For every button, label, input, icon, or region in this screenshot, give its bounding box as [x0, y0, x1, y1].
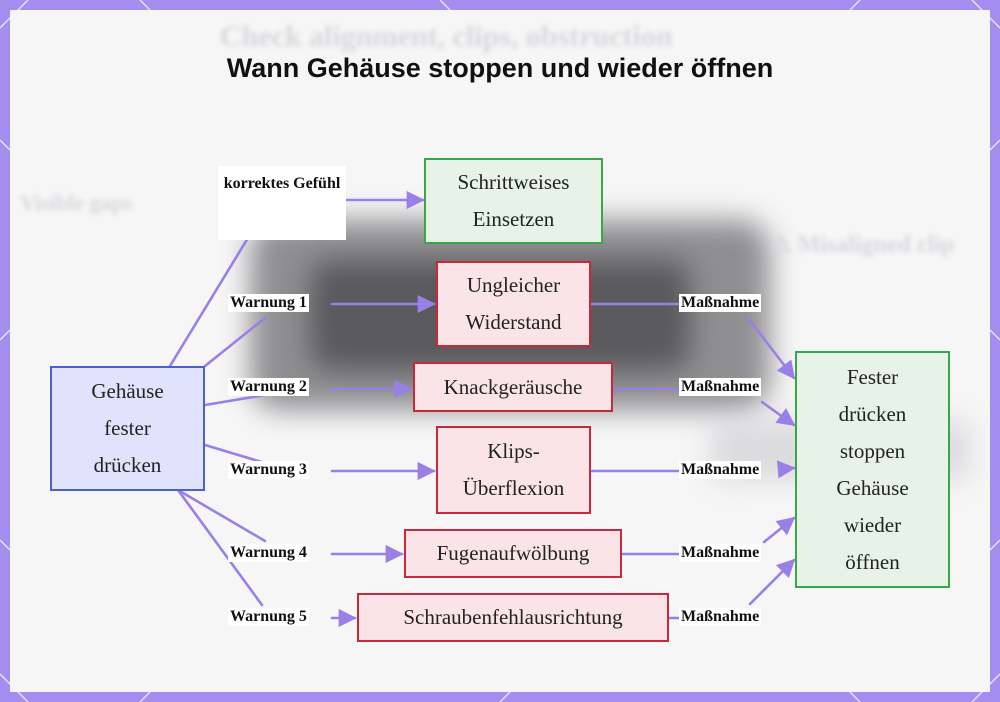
background-ghost-text: Check alignment, clips, obstruction	[220, 20, 673, 53]
edge-label-warnung-2: Warnung 2	[228, 378, 309, 396]
symptom-node-2: Knackgeräusche	[413, 362, 613, 412]
symptom-node-3: Klips-Überflexion	[436, 426, 591, 514]
outcome-node: Fester drücken stoppen Gehäuse wieder öf…	[795, 351, 950, 588]
edge-action-2-outcome	[760, 400, 796, 427]
symptom-node-3-label: Klips-Überflexion	[462, 439, 565, 500]
edge-source-warnung-3	[203, 443, 267, 465]
edge-source-warnung-4	[176, 488, 267, 543]
edge-action-4-outcome	[762, 516, 796, 544]
edge-action-3-outcome	[776, 460, 796, 479]
edge-label-massnahme-2: Maßnahme	[679, 378, 762, 396]
symptom-node-4-label: Fugenaufwölbung	[436, 541, 590, 565]
symptom-node-5-label: Schraubenfehlausrichtung	[403, 605, 623, 629]
edge-action-5-outcome	[748, 558, 796, 606]
target-node-schrittweise-label: Schrittweises Einsetzen	[457, 170, 570, 231]
edge-label-massnahme-1: Maßnahme	[679, 294, 762, 312]
edge-source-warnung-1	[203, 316, 267, 368]
edge-action-1-outcome	[746, 316, 796, 380]
outcome-node-label: Fester drücken stoppen Gehäuse wieder öf…	[836, 364, 909, 574]
symptom-node-2-label: Knackgeräusche	[443, 374, 583, 399]
symptom-node-1-label: Ungleicher Widerstand	[465, 273, 562, 334]
edge-label-massnahme-4: Maßnahme	[679, 544, 762, 562]
edge-label-warnung-1: Warnung 1	[228, 294, 309, 312]
symptom-node-1: Ungleicher Widerstand	[436, 261, 591, 347]
source-node-label: Gehäuse fester drücken	[91, 379, 164, 477]
edge-source-warnung-5	[176, 488, 264, 607]
background-ghost-text-2: Visible gaps	[20, 190, 133, 215]
edge-source-warnung-2	[203, 393, 267, 407]
source-node: Gehäuse fester drücken	[50, 366, 205, 491]
edge-label-warnung-3: Warnung 3	[228, 461, 309, 479]
edge-label-massnahme-5: Maßnahme	[679, 608, 762, 626]
target-node-schrittweise: Schrittweises Einsetzen	[424, 158, 603, 244]
edge-label-massnahme-3: Maßnahme	[679, 461, 762, 479]
background-ghost-text-3: ⚠ Misaligned clip	[770, 232, 955, 258]
edge-label-warnung-5: Warnung 5	[228, 608, 309, 626]
edge-label-korrekt: korrektes Gefühl	[218, 166, 346, 240]
diagram-title: Wann Gehäuse stoppen und wieder öffnen	[226, 53, 774, 83]
symptom-node-4: Fugenaufwölbung	[404, 529, 622, 578]
edge-label-warnung-4: Warnung 4	[228, 544, 309, 562]
symptom-node-5: Schraubenfehlausrichtung	[357, 593, 669, 642]
